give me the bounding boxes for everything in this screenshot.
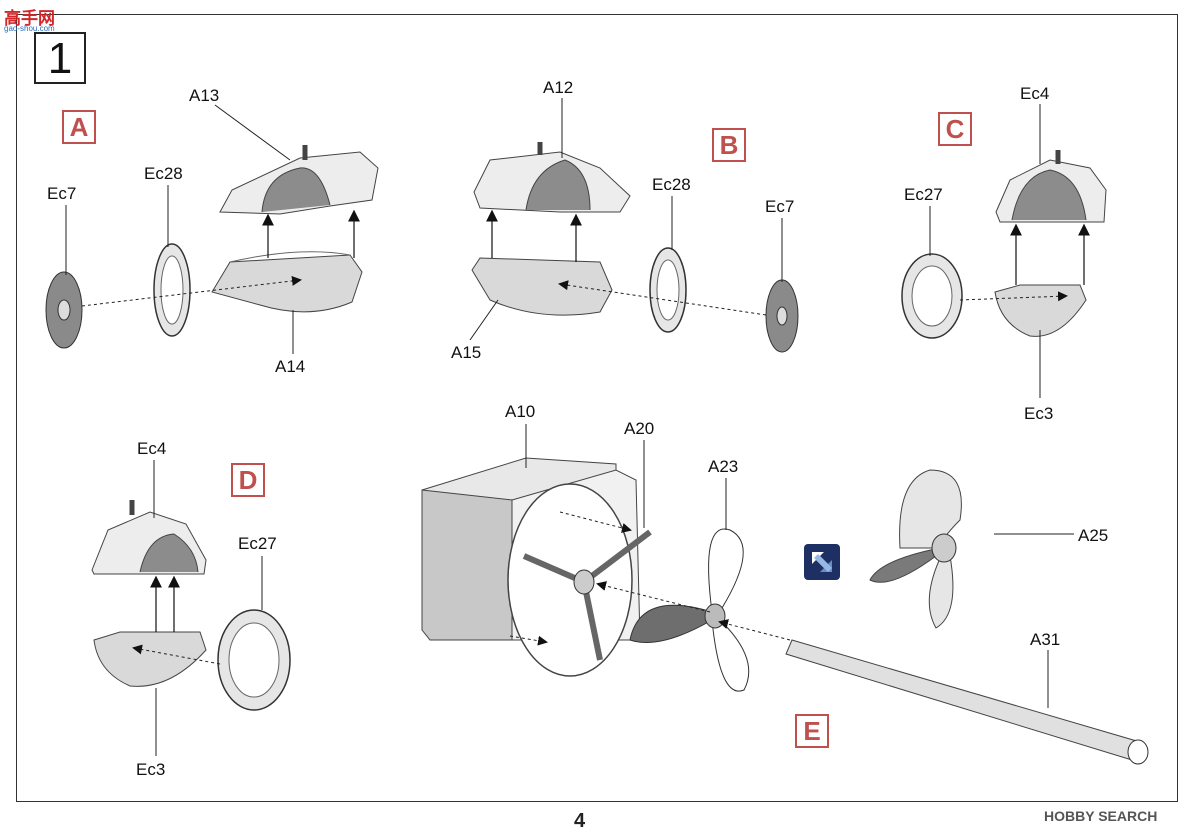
label-e-a23: A23: [708, 457, 739, 476]
part-a20-arm3: [581, 581, 603, 661]
part-a23-blade3: [711, 619, 750, 692]
section-d-drawing: [91, 460, 291, 756]
part-a25-blade1: [899, 469, 962, 549]
label-d-ec27: Ec27: [238, 534, 277, 553]
watermark-bottom-right: HOBBY SEARCH: [1044, 808, 1158, 824]
part-a20-arm1: [522, 553, 586, 585]
label-e-a25: A25: [1078, 526, 1109, 545]
step-number: 1: [34, 32, 86, 84]
label-e-a10: A10: [505, 402, 536, 421]
part-ec3-c: [994, 284, 1087, 337]
part-a14: [211, 254, 363, 313]
label-a-a14: A14: [275, 357, 306, 376]
label-e-a20: A20: [624, 419, 655, 438]
label-a-ec7: Ec7: [47, 184, 77, 203]
label-c-ec27: Ec27: [904, 185, 943, 204]
part-a20-arm2: [582, 529, 652, 585]
part-a31: [785, 639, 1141, 761]
label-b-a12: A12: [543, 78, 574, 97]
label-b-a15: A15: [451, 343, 482, 362]
page-frame: [16, 14, 1178, 802]
label-a-a13: A13: [189, 86, 220, 105]
section-e-drawing: [421, 424, 1149, 765]
section-tag-c: C: [938, 112, 972, 146]
rotate-arrow-icon: [804, 544, 840, 580]
section-tag-a: A: [62, 110, 96, 144]
section-c-drawing: [901, 104, 1107, 398]
section-tag-d: D: [231, 463, 265, 497]
section-tag-e: E: [795, 714, 829, 748]
section-tag-b: B: [712, 128, 746, 162]
part-a23-blade2: [708, 528, 744, 613]
label-c-ec4: Ec4: [1020, 84, 1050, 103]
label-d-ec3: Ec3: [136, 760, 166, 779]
part-a23-blade1: [629, 604, 713, 643]
section-a-drawing: [45, 104, 379, 354]
part-a15: [471, 257, 613, 316]
part-ec3-d: [93, 631, 207, 687]
part-a25-blade2: [869, 547, 941, 583]
part-a10-side: [421, 489, 513, 641]
label-b-ec28: Ec28: [652, 175, 691, 194]
label-d-ec4: Ec4: [137, 439, 167, 458]
page-number: 4: [574, 810, 586, 832]
label-a-ec28: Ec28: [144, 164, 183, 183]
label-c-ec3: Ec3: [1024, 404, 1054, 423]
part-a25-blade3: [928, 553, 954, 629]
watermark-top-left: 高手网: [4, 9, 55, 28]
label-e-a31: A31: [1030, 630, 1061, 649]
section-b-drawing: [469, 98, 799, 353]
label-b-ec7: Ec7: [765, 197, 795, 216]
watermark-top-left-sub: gao-shou.com: [4, 24, 55, 33]
